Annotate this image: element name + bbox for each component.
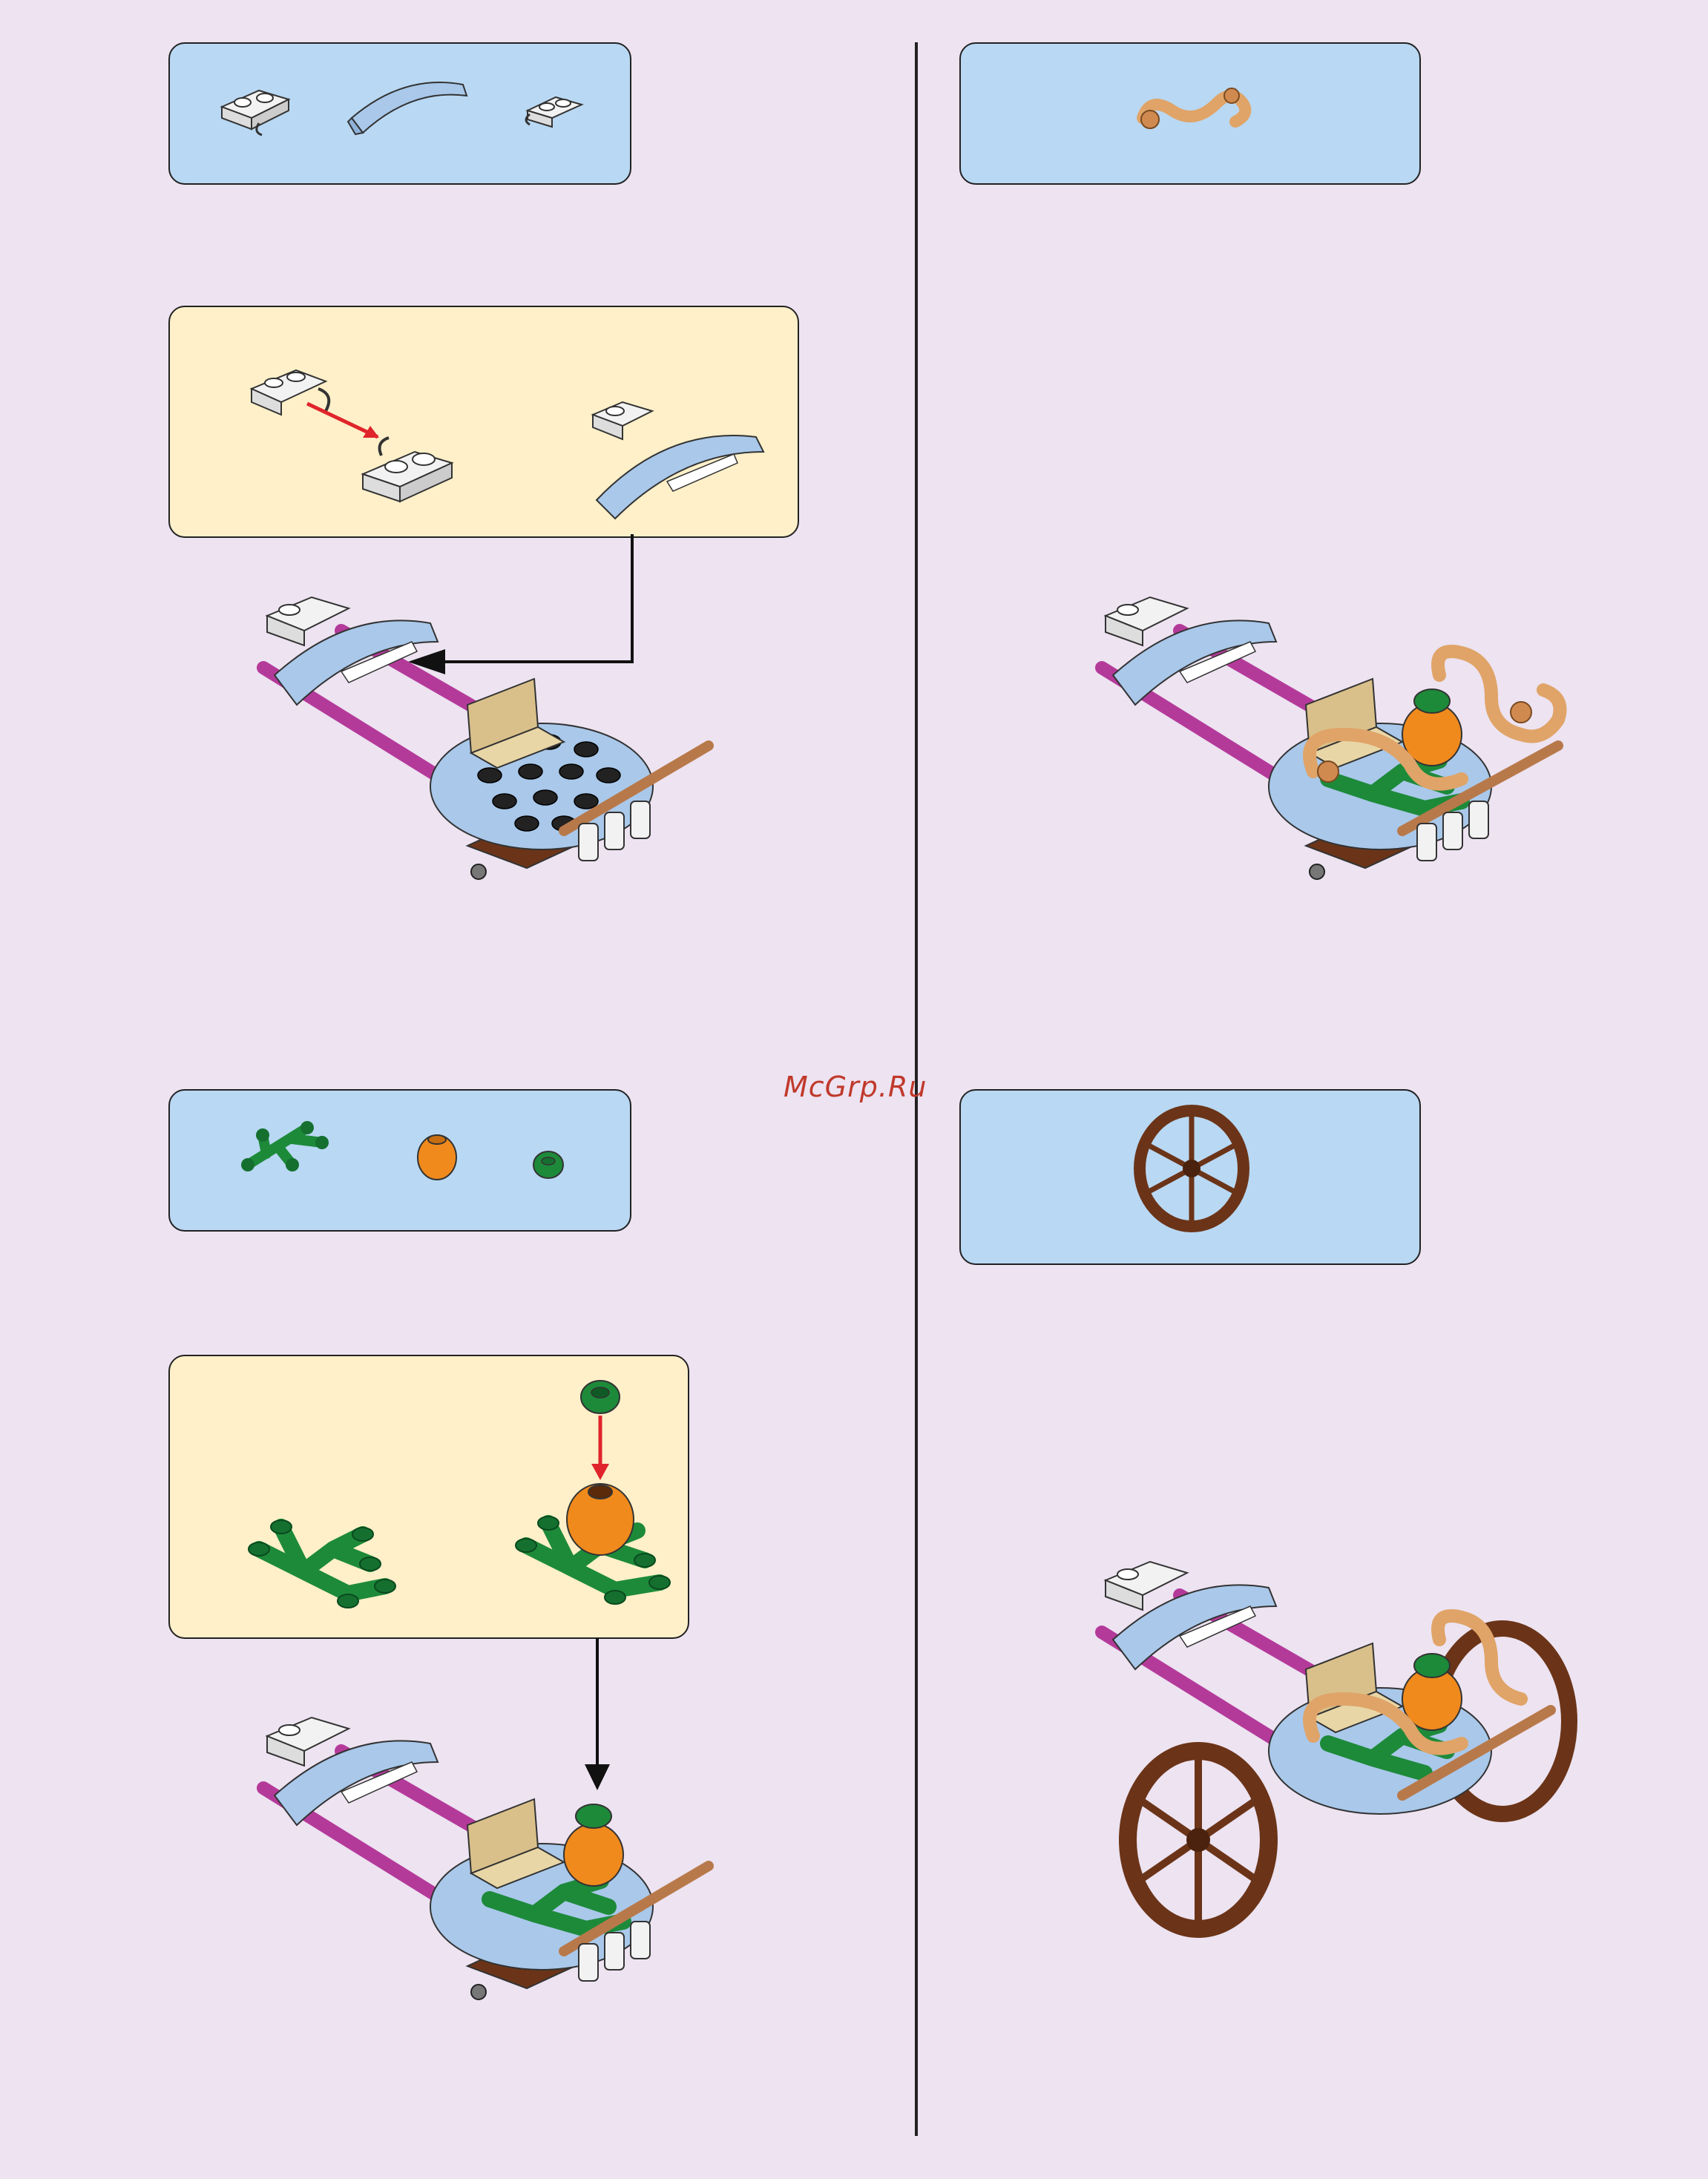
step-2-parts-callout bbox=[168, 1089, 631, 1232]
white-clip-plate-small-icon bbox=[519, 81, 593, 140]
step-4-cart-model bbox=[1091, 1551, 1580, 1936]
step-1-cart-model bbox=[252, 586, 712, 942]
step-1-parts-callout bbox=[168, 42, 631, 185]
clip-attach-illustration bbox=[237, 344, 482, 530]
step-2-cart-model bbox=[252, 1706, 712, 2063]
white-clip-plate-icon bbox=[214, 77, 303, 144]
brown-spoked-wheel-icon bbox=[1129, 1105, 1255, 1232]
orange-round-brick-icon bbox=[411, 1128, 463, 1187]
clip-with-slope-illustration bbox=[585, 396, 778, 530]
plant-with-orange-brick-illustration bbox=[511, 1367, 682, 1620]
step-3-cart-model bbox=[1091, 586, 1573, 942]
tan-scroll-piece-icon bbox=[1128, 73, 1254, 148]
step-1-subassembly-callout bbox=[168, 306, 799, 538]
step-4-parts-callout bbox=[959, 1089, 1421, 1265]
green-leaf-plant-icon bbox=[233, 1113, 344, 1187]
step-2-subassembly-callout bbox=[168, 1355, 689, 1639]
green-round-plate-icon bbox=[530, 1146, 567, 1183]
watermark-text: McGrp.Ru bbox=[784, 1071, 927, 1103]
light-blue-curved-slope-icon bbox=[344, 66, 478, 140]
leaf-plant-illustration bbox=[244, 1505, 415, 1623]
step-3-parts-callout bbox=[959, 42, 1421, 185]
